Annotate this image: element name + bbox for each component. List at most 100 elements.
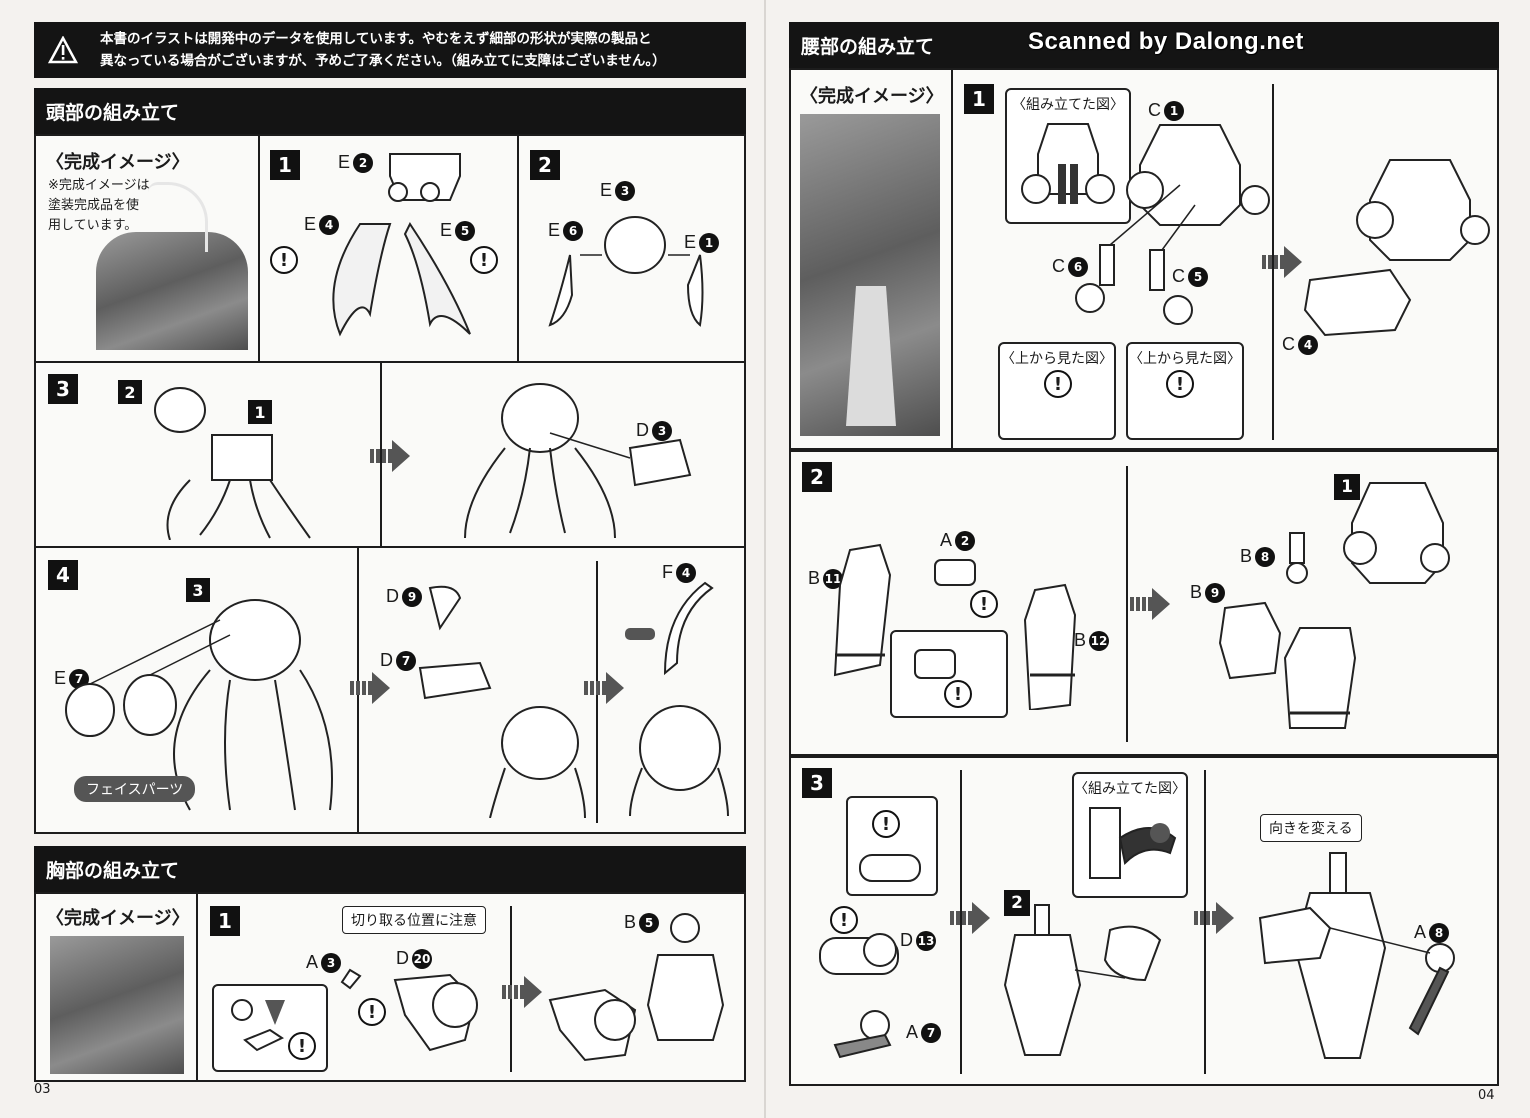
waist-step3-left-drawing: [819, 854, 921, 1059]
assembled-hip-drawing: [1089, 807, 1177, 879]
assembled-view-label: 〈組み立てた図〉: [1074, 781, 1186, 797]
head-preview-caption: 〈完成イメージ〉: [46, 152, 190, 173]
chest-section-header: 胸部の組み立て: [34, 846, 746, 892]
page-number-left: 03: [34, 1082, 51, 1097]
head-step4-drawing-left: [65, 599, 333, 811]
caution-icon: !: [288, 1032, 316, 1060]
assembled-view-box: 〈組み立てた図〉: [1005, 88, 1131, 224]
ref-step-1-badge: 1: [1334, 474, 1360, 500]
caution-icon: !: [358, 998, 386, 1026]
head-core-drawing: [548, 216, 704, 327]
ref-step-3-badge: 3: [186, 578, 210, 602]
ref-step-2-badge: 2: [1004, 890, 1030, 916]
page-number-right: 04: [1478, 1088, 1495, 1103]
head-step3-drawing-right: [464, 383, 692, 538]
chest-step1-drawing: [231, 968, 478, 1052]
chest-preview-image: [50, 936, 184, 1074]
caution-icon: !: [1166, 370, 1194, 398]
chest-result-drawing: [548, 913, 725, 1062]
top-view-label-left: 〈上から見た図〉: [1001, 351, 1113, 367]
top-view-label-right: 〈上から見た図〉: [1129, 351, 1241, 367]
waist-step-1-badge: 1: [964, 84, 994, 114]
caution-icon: !: [944, 680, 972, 708]
assembled-view-label: 〈組み立てた図〉: [1012, 97, 1124, 113]
head-step-2-badge: 2: [530, 150, 560, 180]
waist-core-drawing: [1075, 124, 1270, 325]
warning-banner: 本書のイラストは開発中のデータを使用しています。やむをえず細部の形状が実際の製品…: [34, 22, 746, 78]
caution-icon: !: [470, 246, 498, 274]
head-section-title: 頭部の組み立て: [46, 101, 180, 124]
head-step-3-badge: 3: [48, 374, 78, 404]
watermark-text: Scanned by Dalong.net: [1028, 28, 1304, 55]
dashed-arrow-icon: [1194, 902, 1234, 934]
caution-icon: !: [270, 246, 298, 274]
waist-section-header: 腰部の組み立て: [789, 22, 1499, 68]
face-parts-label: フェイスパーツ: [74, 776, 196, 802]
waist-step2-left-drawing: [833, 543, 1077, 710]
waist-step3-mid-drawing: [1003, 904, 1162, 1056]
chest-step-1-badge: 1: [210, 906, 240, 936]
warning-line-2: 異なっている場合がございますが、予めご了承ください。（組み立てに支障はございませ…: [100, 53, 666, 69]
dashed-arrow-icon: [950, 902, 990, 934]
warning-triangle-icon: [48, 36, 78, 64]
waist-step2-right-drawing: [1218, 482, 1450, 729]
ref-step-2-badge: 2: [118, 380, 142, 404]
head-antenna-drawing: [148, 182, 208, 252]
head-section-header: 頭部の組み立て: [34, 88, 746, 134]
waist-section-title: 腰部の組み立て: [801, 35, 935, 58]
assembled-view-box: 〈組み立てた図〉: [1072, 772, 1188, 898]
chest-preview-caption: 〈完成イメージ〉: [46, 908, 190, 929]
head-step4-drawing-right: [625, 581, 729, 817]
waist-step3-result-drawing: [1258, 852, 1455, 1059]
assembled-waist-drawing: [1021, 123, 1115, 204]
page-spine: [764, 0, 766, 1118]
dashed-arrow-icon: [584, 672, 624, 704]
head-step-1-badge: 1: [270, 150, 300, 180]
head-step-4-badge: 4: [48, 560, 78, 590]
head-step4-drawing-mid: [418, 585, 586, 818]
caution-icon: !: [830, 906, 858, 934]
waist-step-2-badge: 2: [802, 462, 832, 492]
caution-icon: !: [1044, 370, 1072, 398]
head-step3-drawing-left: [154, 387, 311, 540]
waist-step-3-badge: 3: [802, 768, 832, 798]
dashed-arrow-icon: [1262, 246, 1302, 278]
dashed-arrow-icon: [502, 976, 542, 1008]
head-preview-note: ※完成イメージは 塗装完成品を使 用しています。: [48, 178, 150, 233]
waist-step1-result-drawing: [1303, 159, 1490, 337]
caution-icon: !: [872, 810, 900, 838]
dashed-arrow-icon: [350, 672, 390, 704]
ref-step-1-badge: 1: [248, 400, 272, 424]
chest-section-title: 胸部の組み立て: [46, 859, 180, 882]
waist-preview-caption: 〈完成イメージ〉: [800, 86, 944, 107]
dashed-arrow-icon: [1130, 588, 1170, 620]
caution-icon: !: [970, 590, 998, 618]
top-view-box-right: 〈上から見た図〉: [1126, 342, 1244, 440]
